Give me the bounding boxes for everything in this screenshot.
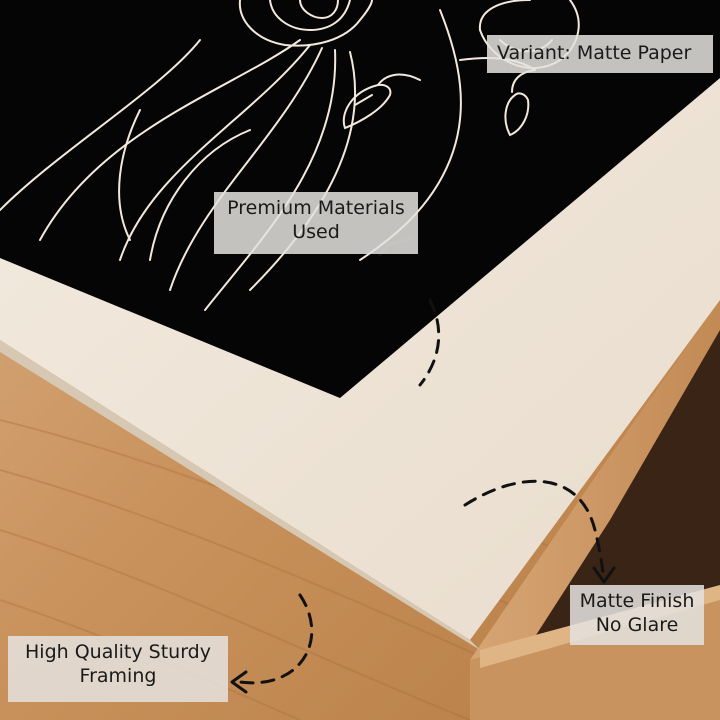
framing-label: High Quality Sturdy Framing: [8, 636, 228, 702]
matte-finish-line1: Matte Finish: [579, 590, 695, 612]
premium-materials-line1: Premium Materials: [227, 197, 405, 219]
variant-label-text: Variant: Matte Paper: [497, 42, 692, 64]
premium-materials-line2: Used: [292, 221, 340, 243]
variant-label: Variant: Matte Paper: [487, 35, 713, 73]
matte-finish-line2: No Glare: [595, 614, 679, 636]
paper-edge-shadow: [0, 340, 480, 650]
frame-box-inner: [520, 330, 720, 660]
matte-finish-label: Matte Finish No Glare: [570, 585, 704, 645]
framing-line1: High Quality Sturdy: [25, 641, 211, 663]
premium-materials-label: Premium Materials Used: [214, 192, 418, 254]
framing-line2: Framing: [79, 665, 157, 687]
